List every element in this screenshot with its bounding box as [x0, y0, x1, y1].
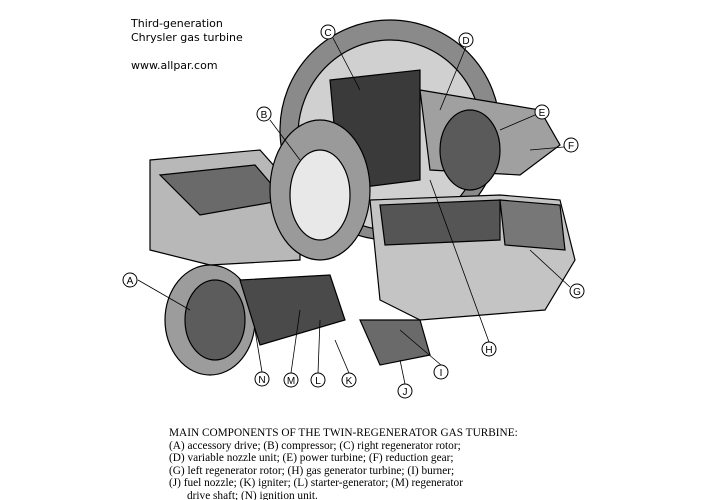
- svg-text:F: F: [568, 141, 574, 152]
- svg-text:I: I: [440, 368, 443, 379]
- svg-text:N: N: [258, 375, 265, 386]
- callout-leaders: [137, 37, 571, 385]
- callout-H: H: [481, 341, 497, 357]
- svg-text:E: E: [539, 108, 546, 119]
- title-line-2: Chrysler gas turbine: [131, 31, 243, 44]
- callout-A: A: [122, 272, 138, 288]
- title-line-1: Third-generation: [131, 17, 223, 30]
- turbine-illustration: A B C D E F G H I J K L M N: [122, 19, 585, 399]
- callout-G: G: [569, 283, 585, 299]
- callout-F: F: [563, 137, 579, 153]
- callout-L: L: [310, 372, 326, 388]
- caption-line: (J) fuel nozzle; (K) igniter; (L) starte…: [169, 477, 463, 490]
- caption-line: drive shaft; (N) ignition unit.: [187, 489, 318, 500]
- callout-C: C: [320, 24, 336, 40]
- callout-K: K: [341, 372, 357, 388]
- caption-title: MAIN COMPONENTS OF THE TWIN-REGENERATOR …: [169, 427, 518, 439]
- svg-text:H: H: [485, 345, 492, 356]
- callout-E: E: [534, 104, 550, 120]
- svg-text:B: B: [261, 110, 268, 121]
- caption-line: (A) accessory drive; (B) compressor; (C)…: [169, 439, 461, 452]
- website-link[interactable]: www.allpar.com: [131, 59, 218, 72]
- svg-text:C: C: [324, 28, 331, 39]
- svg-text:M: M: [287, 376, 295, 387]
- svg-text:K: K: [346, 376, 353, 387]
- caption-line: (D) variable nozzle unit; (E) power turb…: [169, 452, 454, 465]
- caption-line: (G) left regenerator rotor; (H) gas gene…: [169, 464, 455, 477]
- callout-D: D: [458, 32, 474, 48]
- callout-N: N: [254, 371, 270, 387]
- engine-drawing: [149, 19, 576, 376]
- callout-B: B: [256, 106, 272, 122]
- svg-text:D: D: [462, 36, 469, 47]
- callout-labels: A B C D E F G H I J K L M N: [122, 24, 585, 399]
- callout-I: I: [433, 364, 449, 380]
- caption: MAIN COMPONENTS OF THE TWIN-REGENERATOR …: [169, 427, 569, 500]
- svg-text:J: J: [403, 387, 408, 398]
- svg-text:G: G: [573, 287, 581, 298]
- callout-M: M: [283, 372, 299, 388]
- svg-text:A: A: [127, 276, 134, 287]
- svg-text:L: L: [315, 376, 321, 387]
- callout-J: J: [397, 383, 413, 399]
